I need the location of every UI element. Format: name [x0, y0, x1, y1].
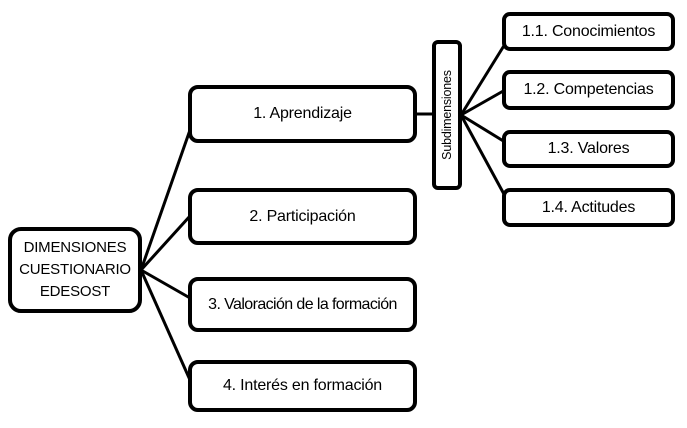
- node-subdimension-conocimientos: 1.1. Conocimientos: [502, 12, 675, 51]
- node-dimension-label: 3. Valoración de la formación: [208, 295, 397, 313]
- node-dimension-interes: 4. Interés en formación: [188, 360, 417, 412]
- node-root-label: DIMENSIONES CUESTIONARIO EDESOST: [19, 239, 131, 300]
- node-subdimension-competencias: 1.2. Competencias: [502, 70, 675, 110]
- node-dimension-valoracion: 3. Valoración de la formación: [188, 277, 417, 332]
- node-subdimension-label: 1.4. Actitudes: [541, 198, 636, 216]
- connector-root-dim2: [139, 214, 192, 272]
- node-subdimensions-header-label: Subdimensiones: [440, 70, 454, 160]
- node-subdimension-label: 1.1. Conocimientos: [521, 22, 656, 40]
- connector-subheader-sub1: [459, 43, 507, 116]
- node-dimension-label: 1. Aprendizaje: [253, 105, 352, 122]
- node-subdimensions-header: Subdimensiones: [432, 40, 462, 190]
- node-subdimension-label: 1.3. Valores: [547, 140, 630, 157]
- connector-root-dim4: [139, 269, 192, 381]
- node-dimension-aprendizaje: 1. Aprendizaje: [188, 85, 417, 143]
- node-subdimension-valores: 1.3. Valores: [502, 130, 675, 168]
- connector-root-dim3: [140, 268, 191, 300]
- connector-subheader-sub2: [460, 88, 506, 117]
- node-subdimension-actitudes: 1.4. Actitudes: [502, 188, 675, 227]
- node-dimension-label: 4. Interés en formación: [222, 377, 383, 394]
- node-root: DIMENSIONES CUESTIONARIO EDESOST: [8, 227, 142, 313]
- connector-subheader-sub3: [460, 113, 506, 144]
- connector-subheader-sub4: [459, 114, 507, 197]
- connector-root-dim1: [139, 129, 192, 271]
- node-subdimension-label: 1.2. Competencias: [523, 81, 654, 98]
- node-dimension-participacion: 2. Participación: [188, 188, 417, 245]
- node-dimension-label: 2. Participación: [249, 207, 356, 225]
